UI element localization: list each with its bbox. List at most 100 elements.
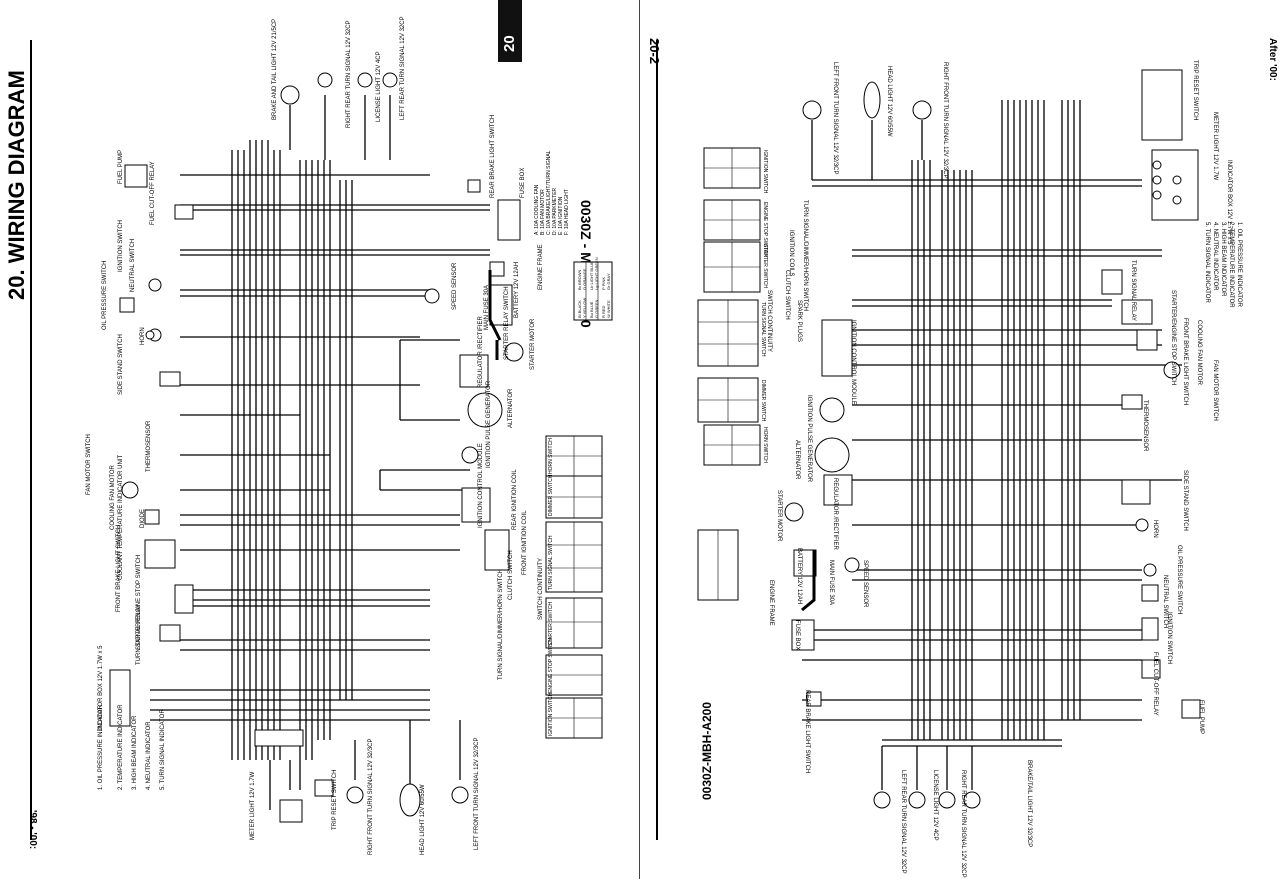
label-neutral-switch: NEUTRAL SWITCH [130,238,136,292]
label-starter-relay-switch: STARTER RELAY SWITCH [504,286,510,360]
legend-item-4: 4. NEUTRAL INDICATOR [146,721,152,790]
r-label-right-front-turn: RIGHT FRONT TURN SIGNAL 12V 32/3CP [942,62,948,179]
r-label-main-fuse: MAIN FUSE 30A [828,560,834,606]
color-code-9: Lg LIGHT GREEN [594,257,599,290]
label-left-rear-turn: LEFT REAR TURN SIGNAL 12V 32CP [400,16,406,120]
label-speed-sensor: SPEED SENSOR [452,262,458,310]
r-label-horn: HORN [1152,520,1158,538]
r-label-alternator: ALTERNATOR [794,440,800,480]
r-legend-item-5: 5. TURN SIGNAL INDICATOR [1204,222,1210,303]
label-rear-brake-switch: REAR BRAKE LIGHT SWITCH [490,114,496,198]
switch-table-horn: HORN SWITCH [548,438,554,474]
label-rear-ignition-coil: REAR IGNITION COIL [512,469,518,530]
r-switch-table-starter: STARTER SWITCH [762,244,768,288]
r-label-oil-pressure: OIL PRESSURE SWITCH [1176,545,1182,615]
right-page-rule [656,40,658,840]
r-label-right-rear-turn: RIGHT REAR TURN SIGNAL 12V 32CP [960,770,966,878]
switch-table-ignition: IGNITION SWITCH [548,692,554,736]
r-label-trip-reset: TRIP RESET SWITCH [1192,60,1198,121]
label-ignition-pulse-generator: IGNITION PULSE GENERATOR [486,380,492,468]
label-fan-motor-switch: FAN MOTOR SWITCH [86,434,92,495]
label-oil-pressure-switch: OIL PRESSURE SWITCH [102,260,108,330]
r-label-brake-tail: BRAKE/TAIL LIGHT 12V 32/3CP [1026,760,1032,848]
label-turn-signal-relay: TURN SIGNAL RELAY [136,603,142,665]
label-starter-motor: STARTER MOTOR [530,318,536,370]
label-license-light: LICENSE LIGHT 12V 4CP [376,51,382,122]
r-label-ignition-module: IGNITION CONTROL MODULE [850,320,856,405]
label-trip-reset-switch: TRIP RESET SWITCH [332,769,338,830]
r-label-turn-dimmer-horn: TURN SIGNAL/DIMMER/HORN SWITCH [802,200,808,311]
legend-item-5: 5. TURN SIGNAL INDICATOR [160,709,166,790]
label-front-ignition-coil: FRONT IGNITION COIL [522,510,528,575]
color-code-5: W WHITE [606,300,611,318]
label-meter-light: METER LIGHT 12V 1.7W [250,771,256,840]
r-legend-item-4: 4. NEUTRAL INDICATOR [1212,222,1218,291]
legend-item-2: 2. TEMPERATURE INDICATOR [118,704,124,790]
chapter-tab: 20 [498,0,522,62]
page-gutter [639,0,644,879]
label-cooling-fan-motor: COOLING FAN MOTOR [110,465,116,530]
color-code-1: Y YELLOW [582,297,587,318]
r-switch-table-turn: TURN SIGNAL SWITCH [760,302,766,357]
label-right-rear-turn: RIGHT REAR TURN SIGNAL 12V 32CP [346,20,352,128]
label-side-stand-switch: SIDE STAND SWITCH [118,334,124,395]
switch-continuity-title: SWITCH CONTINUITY [538,558,544,620]
fuse-f: F: 10A HEAD LIGHT [564,189,570,235]
r-label-license-light: LICENSE LIGHT 12V 4CP [932,770,938,841]
r-label-speed-sensor: SPEED SENSOR [862,560,868,608]
label-right-front-turn: RIGHT FRONT TURN SIGNAL 12V 32/3CP [368,738,374,855]
r-legend-item-2: 2. TEMPERATURE INDICATOR [1228,222,1234,308]
r-label-starter-motor: STARTER MOTOR [776,490,782,542]
color-code-11: Gr GRAY [606,273,611,290]
r-label-thermosensor: THERMOSENSOR [1142,400,1148,452]
r-label-left-rear-turn: LEFT REAR TURN SIGNAL 12V 32CP [900,770,906,874]
label-turn-dimmer-horn-switch: TURN SIGNAL/DIMMER/HORN SWITCH [498,569,504,680]
r-label-side-stand: SIDE STAND SWITCH [1182,470,1188,531]
label-brake-tail-light: BRAKE AND TAIL LIGHT 12V 21/5CP [272,18,278,120]
r-label-pulse-generator: IGNITION PULSE GENERATOR [806,395,812,483]
label-left-front-turn: LEFT FRONT TURN SIGNAL 12V 32/3CP [474,737,480,850]
label-fuel-cutoff-relay: FUEL CUT-OFF RELAY [150,161,156,225]
r-switch-table-ignition: IGNITION SWITCH [762,150,768,194]
r-label-clutch-switch: CLUTCH SWITCH [784,270,790,320]
label-clutch-switch: CLUTCH SWITCH [508,550,514,600]
r-switch-table-dimmer: DIMMER SWITCH [760,380,766,422]
left-page-rule [30,40,32,840]
r-legend-item-1: 1. OIL PRESSURE INDICATOR [1236,222,1242,307]
r-label-regulator: REGULATOR /RECTIFIER [832,478,838,550]
left-page: 20. WIRING DIAGRAM 20 0030Z - MBH - 6700… [4,0,613,855]
label-main-fuse: MAIN FUSE 30A [484,284,490,330]
r-label-fuel-cutoff: FUEL CUT-OFF RELAY [1152,652,1158,716]
r-label-rear-brake-switch: REAR BRAKE LIGHT SWITCH [804,690,810,774]
label-fuel-pump: FUEL PUMP [118,149,124,184]
label-horn: HORN [140,327,146,345]
color-code-7: O ORANGE [582,268,587,290]
switch-table-turn: TURN SIGNAL SWITCH [548,535,554,590]
r-label-cooling-fan: COOLING FAN MOTOR [1196,320,1202,385]
r-label-turn-signal-relay: TURN SIGNAL RELAY [1130,260,1136,322]
r-label-meter-light: METER LIGHT 12V 1.7W [1212,112,1218,181]
r-label-left-front-turn: LEFT FRONT TURN SIGNAL 12V 32/3CP [832,62,838,175]
r-label-front-brake-switch: FRONT BRAKE LIGHT SWITCH [1182,318,1188,406]
switch-table-engine-stop: ENGINE STOP SWITCH [548,637,554,693]
r-switch-table-horn: HORN SWITCH [762,427,768,463]
label-fuse-box: FUSE BOX [520,167,526,198]
r-label-engine-frame: ENGINE FRAME [768,580,774,626]
label-head-light: HEAD LIGHT 12V 60/55W [420,784,426,855]
r-legend-item-3: 3. HIGH BEAM INDICATOR [1220,222,1226,297]
label-ignition-switch: IGNITION SWITCH [118,220,124,272]
color-code-3: G GREEN [594,299,599,318]
r-label-head-light: HEAD LIGHT 12V 60/55W [886,66,892,137]
r-label-fan-motor-switch: FAN MOTOR SWITCH [1212,360,1218,421]
label-front-brake-switch: FRONT BRAKE LIGHT SWITCH [116,524,122,612]
switch-table-dimmer: DIMMER SWITCH [548,474,554,516]
left-wiring-diagram [109,72,613,823]
r-label-starter-stop-switch: STARTER/ENGINE STOP SWITCH [1170,290,1176,386]
legend-item-1: 1. OIL PRESSURE INDICATOR [98,705,104,790]
label-thermosensor: THERMOSENSOR [146,420,152,472]
r-label-fuse-box: FUSE BOX [794,620,800,651]
label-diode: DIODE [140,508,146,528]
r-label-ignition-switch: IGNITION SWITCH [1166,612,1172,664]
r-switch-continuity-title: SWITCH CONTINUITY [766,290,772,352]
label-ignition-control-module: IGNITION CONTROL MODULE [478,443,484,528]
